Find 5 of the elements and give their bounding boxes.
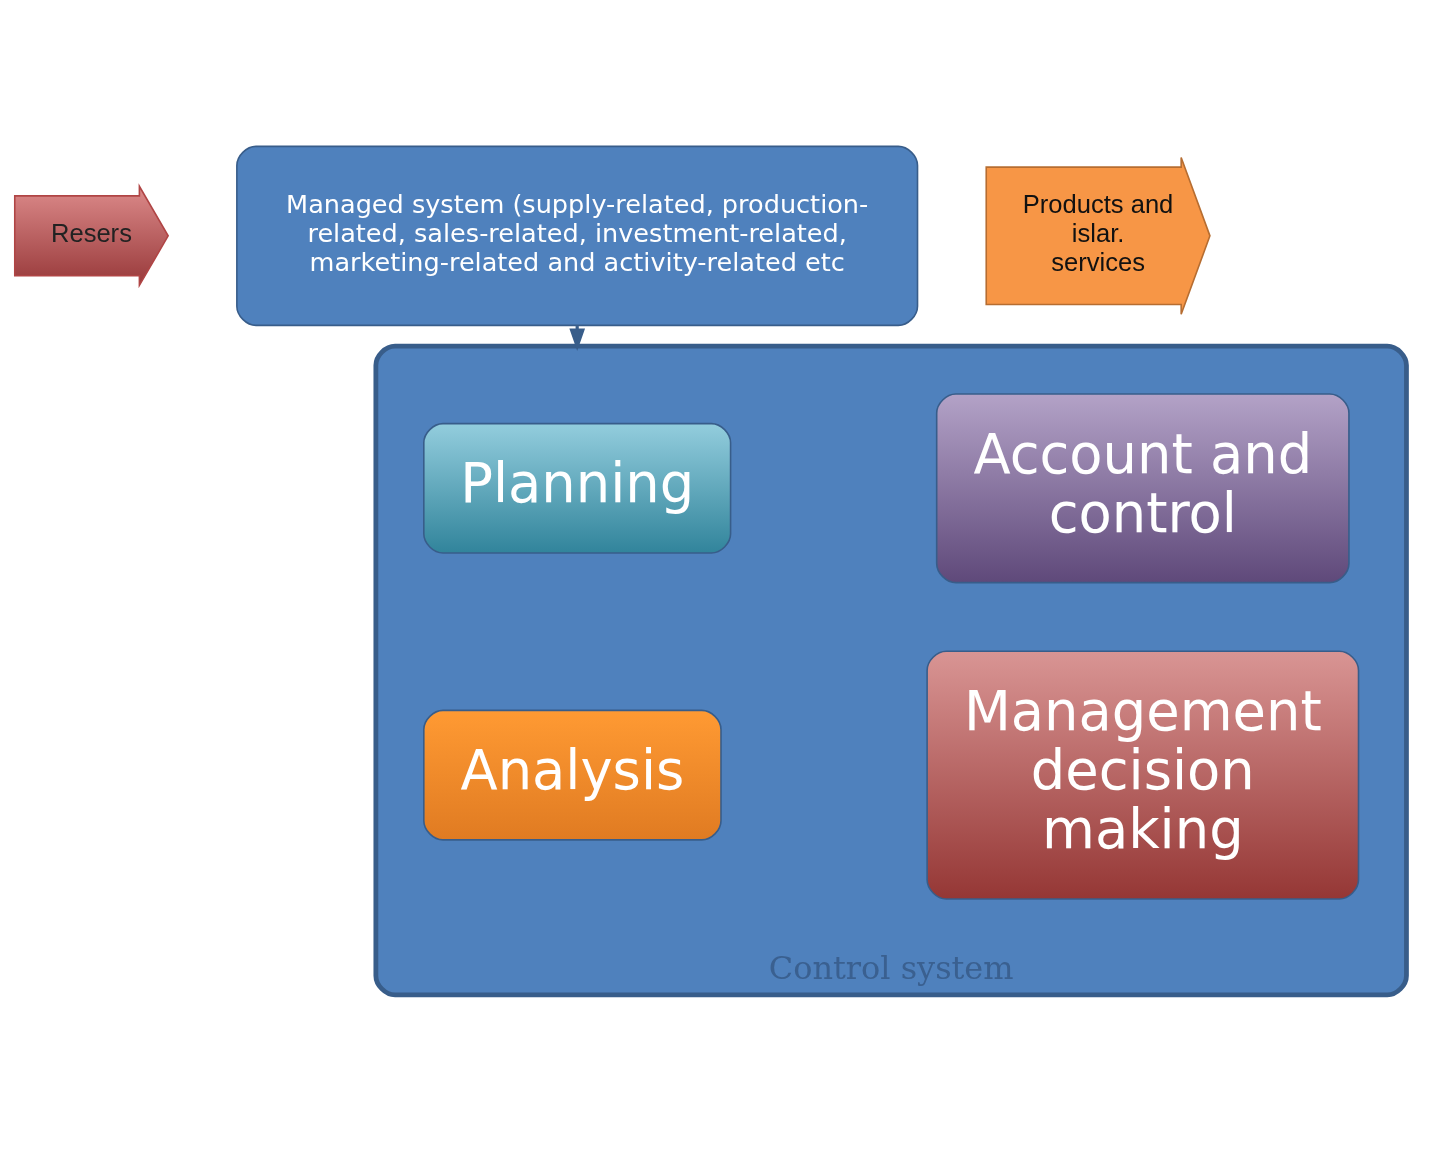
node-box: Account and control — [935, 392, 1350, 583]
node-box: Planning — [423, 422, 732, 554]
node-box: Management decision making — [926, 650, 1360, 900]
node-box: Analysis — [423, 709, 722, 841]
node-box: Managed system (supply-related, production-related, sales-related, investment-related, marketing-related and activity-related etc — [236, 145, 919, 326]
